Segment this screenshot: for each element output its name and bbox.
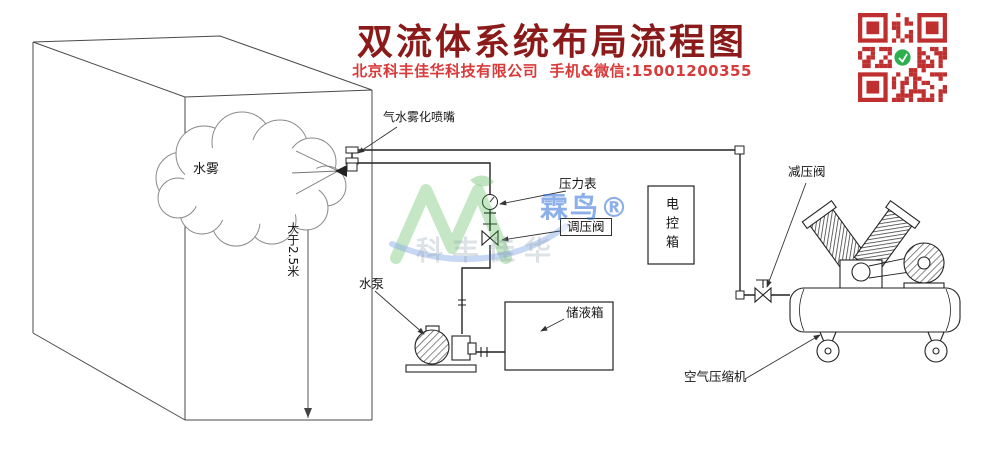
air-compressor-label: 空气压缩机: [684, 369, 747, 384]
water-pump-label: 水泵: [359, 276, 385, 291]
reducer-valve-icon: [754, 279, 772, 304]
pressure-gauge-label: 压力表: [559, 176, 597, 191]
room-box: [32, 35, 373, 421]
watermark-logo: [389, 175, 569, 264]
qr-center-leaf-icon: [892, 47, 913, 68]
qr-code: [858, 13, 947, 102]
nozzle-label: 气水雾化喷嘴: [383, 110, 456, 124]
leader-reducer-valve: [766, 182, 807, 288]
control-box-label: 电控箱: [662, 197, 678, 254]
leader-storage-tank: [540, 318, 565, 332]
bird-swoosh-icon: [389, 223, 569, 263]
spray-lines: [291, 150, 339, 195]
leader-pressure-gauge: [499, 190, 567, 206]
watermark-ghost-text: 科丰佳华: [416, 236, 560, 267]
pipe-fittings: [345, 145, 745, 357]
height-dimension-label: 大于2.5米: [285, 222, 300, 278]
mist-cloud: [155, 111, 347, 247]
leader-air-compressor: [744, 334, 821, 380]
leader-regulator-valve: [501, 230, 561, 242]
reducer-valve-label: 减压阀: [788, 164, 826, 179]
leader-nozzle: [357, 126, 398, 154]
air-compressor-icon: [789, 199, 961, 363]
regulator-valve-label: 调压阀: [560, 218, 612, 237]
control-cabinet: [647, 185, 695, 265]
watermark-brand: 霖鸟®: [540, 191, 631, 224]
regulator-valve-icon: [481, 223, 499, 247]
pressure-gauge-icon: [482, 194, 498, 214]
water-pump-icon: [405, 325, 477, 373]
company-contact: 北京科丰佳华科技有限公司 手机&微信:15001200355: [352, 62, 752, 80]
leaf-icon: [470, 175, 494, 187]
qr-modules: [858, 13, 947, 102]
page-title: 双流体系统布局流程图: [356, 22, 747, 63]
leader-lines: [357, 126, 821, 380]
nozzle-icon: [335, 162, 358, 177]
mist-label: 水雾: [193, 162, 220, 177]
leader-water-pump: [374, 290, 425, 335]
storage-tank: [504, 301, 614, 371]
storage-tank-label: 储液箱: [566, 305, 604, 320]
